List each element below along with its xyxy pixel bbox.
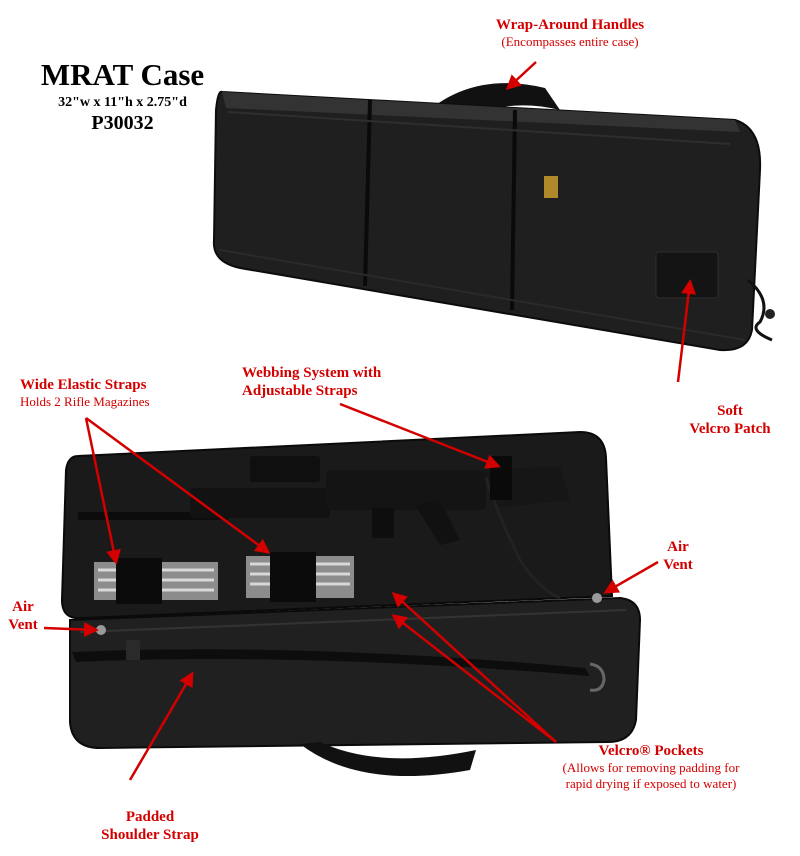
- callout-air-vent-left-line2: Vent: [8, 617, 38, 633]
- product-dimensions: 32"w x 11"h x 2.75"d: [58, 95, 187, 110]
- brand-tag: [544, 176, 558, 198]
- callout-handles-sub: (Encompasses entire case): [501, 34, 639, 49]
- callout-webbing-line1: Webbing System with: [242, 365, 382, 381]
- rifle: [78, 456, 570, 600]
- callout-elastic-sub: Holds 2 Rifle Magazines: [20, 394, 150, 409]
- callout-webbing: Webbing System with Adjustable Straps: [242, 364, 412, 400]
- elastic-strap: [270, 552, 316, 602]
- callout-elastic-head: Wide Elastic Straps: [20, 377, 147, 393]
- elastic-strap: [116, 558, 162, 604]
- callout-air-vent-right-line2: Vent: [663, 557, 693, 573]
- callout-handles-head: Wrap-Around Handles: [495, 17, 645, 33]
- title-block: MRAT Case 32"w x 11"h x 2.75"d P30032: [30, 57, 215, 135]
- shoulder-strap: [72, 649, 590, 676]
- callout-pockets-sub1: (Allows for removing padding for: [562, 760, 740, 775]
- product-sku: P30032: [91, 112, 154, 134]
- callout-pockets: Velcro® Pockets (Allows for removing pad…: [516, 742, 786, 792]
- callout-shoulder-strap: Padded Shoulder Strap: [70, 808, 230, 844]
- callout-shoulder-line2: Shoulder Strap: [101, 827, 199, 843]
- closed-case-body: [212, 90, 762, 352]
- callout-elastic: Wide Elastic Straps Holds 2 Rifle Magazi…: [20, 376, 210, 410]
- callout-soft-patch-line1: Soft: [717, 403, 743, 419]
- air-vent: [592, 593, 602, 603]
- product-title: MRAT Case: [40, 57, 205, 92]
- air-vent: [96, 625, 106, 635]
- callout-air-vent-left: Air Vent: [0, 598, 46, 634]
- callout-webbing-line2: Adjustable Straps: [242, 383, 358, 399]
- callout-shoulder-line1: Padded: [125, 809, 175, 825]
- callout-arrows: [43, 61, 697, 781]
- callout-air-vent-right-line1: Air: [667, 539, 689, 555]
- callout-air-vent-right: Air Vent: [648, 538, 708, 574]
- callout-handles: Wrap-Around Handles (Encompasses entire …: [470, 16, 670, 50]
- closed-case-image: [212, 83, 775, 352]
- callout-soft-patch: Soft Velcro Patch: [670, 402, 790, 438]
- magazines: [94, 552, 354, 604]
- front-flap: [69, 596, 642, 750]
- callout-soft-patch-line2: Velcro Patch: [689, 421, 771, 437]
- callout-air-vent-left-line1: Air: [12, 599, 34, 615]
- velcro-patch: [655, 251, 719, 299]
- callout-pockets-sub2: rapid drying if exposed to water): [565, 776, 737, 791]
- open-case-image: [60, 430, 642, 777]
- callout-pockets-head: Velcro® Pockets: [598, 743, 704, 759]
